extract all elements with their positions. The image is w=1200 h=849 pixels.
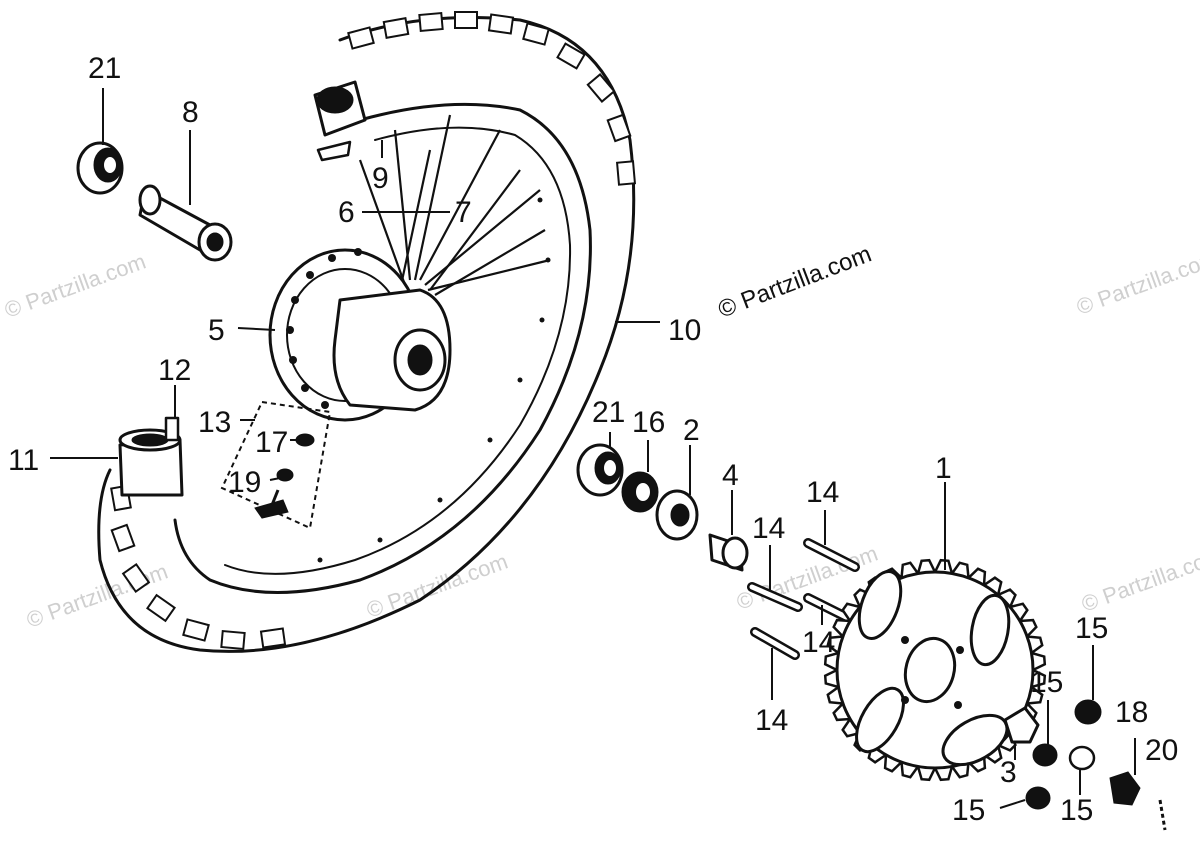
watermark-center: © Partzilla.com — [714, 240, 875, 323]
callout-14d: 14 — [755, 704, 788, 737]
rim-inner — [224, 126, 572, 575]
callout-14a: 14 — [806, 476, 839, 509]
callout-10: 10 — [668, 314, 701, 347]
adjuster-tab — [164, 416, 180, 442]
valve-kit — [220, 400, 332, 530]
watermark: © Partzilla.com — [1078, 543, 1200, 617]
watermark: © Partzilla.com — [23, 559, 171, 633]
callout-21b: 21 — [592, 396, 625, 429]
bearing-top — [76, 141, 124, 195]
callout-17: 17 — [255, 426, 288, 459]
callout-15d: 15 — [1060, 794, 1093, 827]
callout-20: 20 — [1145, 734, 1178, 767]
adjuster-bottom — [118, 428, 184, 497]
callout-15a: 15 — [1075, 612, 1108, 645]
callout-21: 21 — [88, 52, 121, 85]
watermark: © Partzilla.com — [1, 249, 149, 323]
oil-seal — [621, 471, 659, 513]
callout-labels: 21 8 9 6 7 5 10 12 13 17 11 19 21 16 2 4… — [8, 52, 1178, 827]
callout-19: 19 — [228, 466, 261, 499]
callout-15c: 15 — [952, 794, 985, 827]
collar — [708, 533, 749, 572]
callout-6: 6 — [338, 196, 355, 229]
callout-3: 3 — [1000, 756, 1017, 789]
hub-drum — [268, 248, 452, 422]
callout-9: 9 — [372, 162, 389, 195]
flange-ring — [655, 489, 699, 541]
watermark: © Partzilla.com — [363, 549, 511, 623]
leader-lines — [50, 88, 1136, 809]
callout-12: 12 — [158, 354, 191, 387]
callout-2: 2 — [683, 414, 700, 447]
callout-16: 16 — [632, 406, 665, 439]
bearing-mid — [576, 443, 624, 497]
callout-5: 5 — [208, 314, 225, 347]
callout-18: 18 — [1115, 696, 1148, 729]
callout-11: 11 — [8, 444, 39, 477]
rear-wheel-assembly — [97, 11, 637, 653]
callout-4: 4 — [722, 459, 739, 492]
studs — [747, 538, 860, 660]
callout-8: 8 — [182, 96, 199, 129]
watermark: © Partzilla.com — [1073, 246, 1200, 320]
sprocket — [823, 558, 1047, 782]
adjuster-top — [313, 80, 367, 162]
callout-14b: 14 — [752, 512, 785, 545]
callout-1: 1 — [935, 452, 952, 485]
callout-7: 7 — [455, 196, 472, 229]
callout-15b: 15 — [1030, 666, 1063, 699]
callout-14c: 14 — [802, 626, 835, 659]
nuts — [1003, 699, 1167, 831]
rim-outer — [173, 102, 592, 594]
axle-sleeve — [138, 184, 233, 262]
spokes — [358, 114, 551, 296]
callout-13: 13 — [198, 406, 231, 439]
